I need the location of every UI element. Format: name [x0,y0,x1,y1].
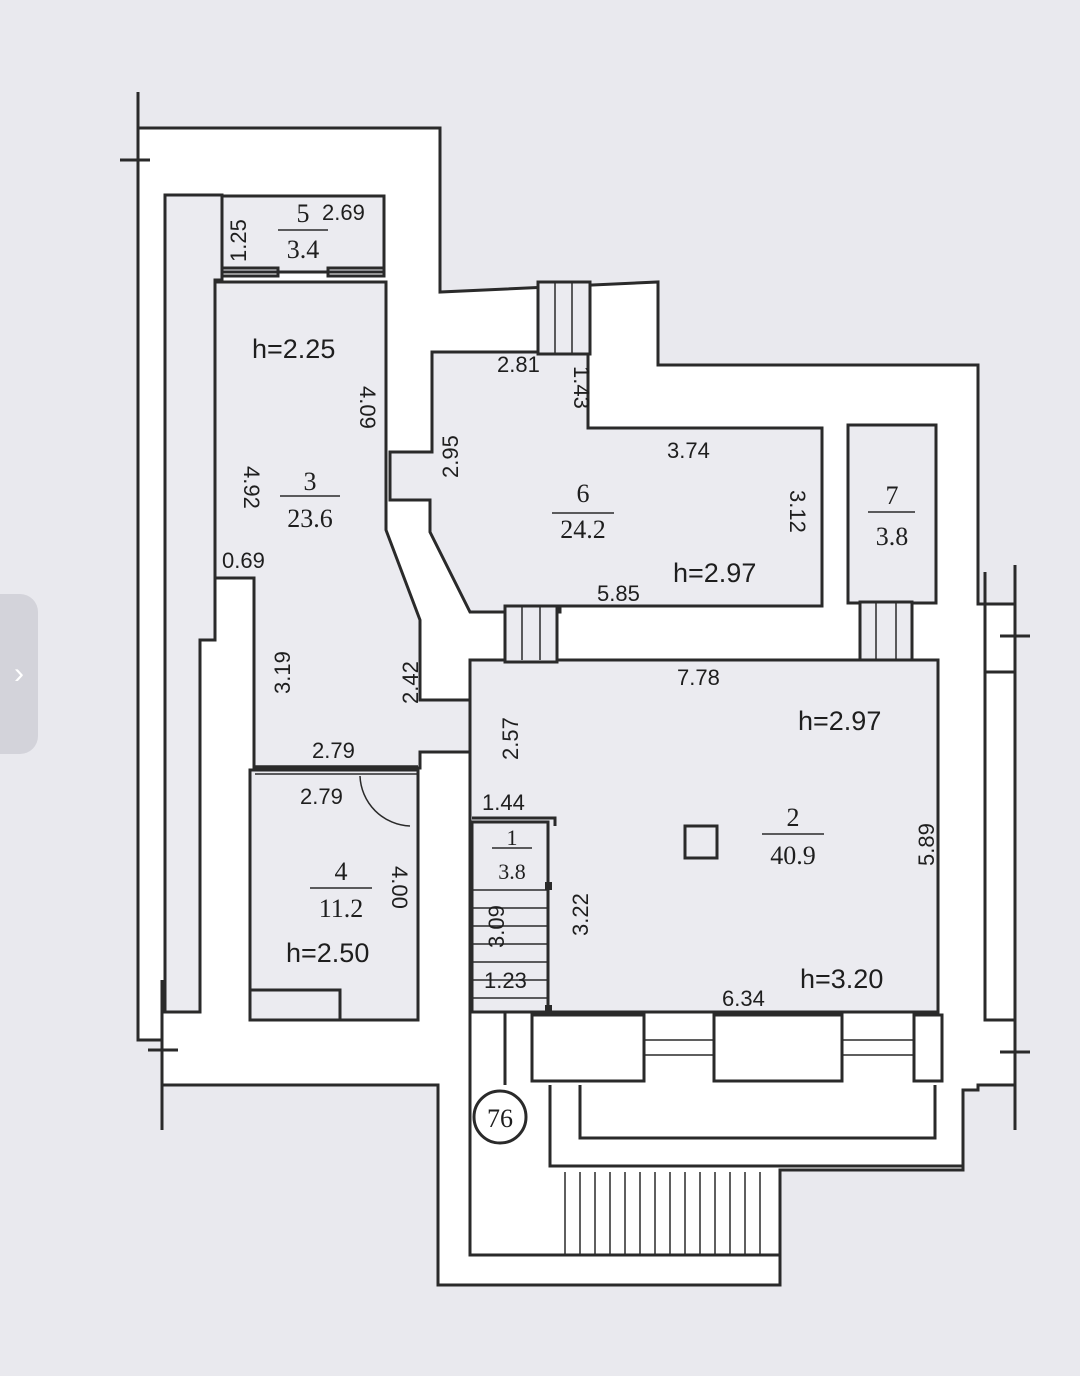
room-6-area: 24.2 [560,515,606,544]
left-ticks [120,92,178,1130]
south-elements [530,1013,944,1083]
porch [468,1012,963,1257]
room-1-stairs [470,816,557,1014]
dim-4-09: 4.09 [355,386,380,429]
doorways [503,280,914,664]
dim-3-09: 3.09 [484,905,509,948]
dim-1-43: 1.43 [569,366,594,409]
dim-1-23: 1.23 [484,968,527,993]
dim-5-85: 5.85 [597,581,640,606]
building-number: 76 [487,1104,513,1133]
dim-3-74: 3.74 [667,438,710,463]
dim-3-22: 3.22 [568,893,593,936]
room-7-number: 7 [886,481,899,510]
dim-7-78: 7.78 [677,665,720,690]
room-2-area: 40.9 [770,841,816,870]
room-5 [220,194,386,278]
dim-3-12: 3.12 [785,490,810,533]
room-2-number: 2 [787,803,800,832]
chevron-right-icon: › [14,657,24,690]
dim-2-95: 2.95 [438,435,463,478]
right-walls [983,565,1030,1130]
dim-4-92: 4.92 [239,466,264,509]
dim-2-79-top: 2.79 [312,738,355,763]
room-4-number: 4 [335,857,348,886]
room-3-area: 23.6 [287,504,333,533]
room-7 [846,423,938,605]
room-6-number: 6 [577,479,590,508]
height-room-2-upper: h=2.97 [798,706,881,736]
dim-5-89: 5.89 [914,823,939,866]
side-panel-tab[interactable]: › [0,594,38,754]
height-room-4: h=2.50 [286,938,369,968]
dim-6-34: 6.34 [722,986,765,1011]
dim-2-57: 2.57 [498,717,523,760]
room-3 [213,280,472,770]
dim-2-79-bottom: 2.79 [300,784,343,809]
column-square [683,824,719,860]
dim-3-19: 3.19 [270,651,295,694]
dim-4-00: 4.00 [387,866,412,909]
building-number-circle [472,1089,528,1145]
height-room-3: h=2.25 [252,334,335,364]
room-4-area: 11.2 [319,894,364,923]
height-room-6: h=2.97 [673,558,756,588]
dim-1-44: 1.44 [482,790,525,815]
room-1-area: 3.8 [498,859,526,884]
dim-0-69: 0.69 [222,548,265,573]
room-7-area: 3.8 [876,522,909,551]
room-1-number: 1 [507,825,518,850]
dim-2-69: 2.69 [322,200,365,225]
room-3-number: 3 [304,467,317,496]
dim-1-25: 1.25 [226,219,251,262]
room-5-area: 3.4 [287,235,320,264]
room-2 [468,658,940,1014]
dim-2-42: 2.42 [398,661,423,704]
fraction-lines [278,229,915,889]
dim-2-81: 2.81 [497,352,540,377]
room-4 [248,765,420,1022]
height-room-2-lower: h=3.20 [800,964,883,994]
room-5-number: 5 [297,199,310,228]
